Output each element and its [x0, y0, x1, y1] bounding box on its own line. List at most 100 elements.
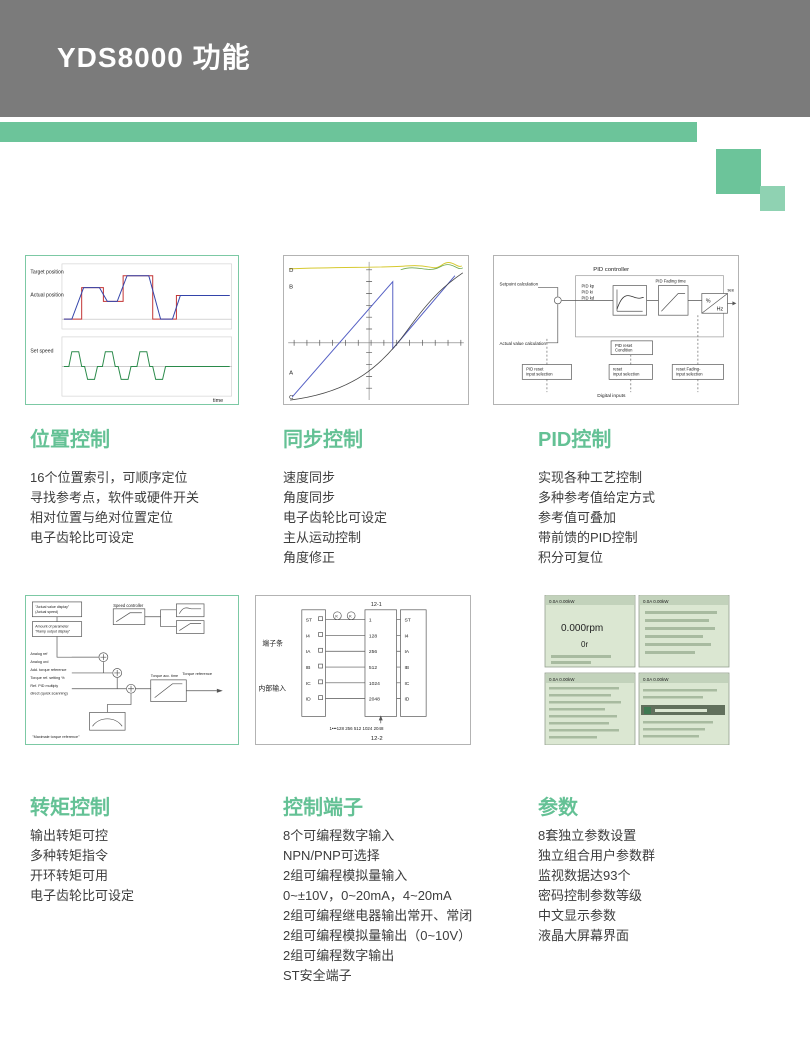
- box1-line2: input selection: [526, 371, 553, 376]
- section-title-position: 位置控制: [30, 429, 110, 451]
- feature-item: 电子齿轮比可设定: [30, 530, 135, 545]
- curve-label-a: A: [289, 370, 293, 376]
- reset-cond-line2: Condition: [615, 348, 633, 353]
- weight-label: 2048: [369, 697, 380, 703]
- input-label-6: direct (quick scanning): [30, 692, 68, 696]
- port-label: I4: [404, 633, 408, 639]
- time-label: time: [213, 398, 223, 404]
- feature-item: 实现各种工艺控制: [538, 470, 643, 485]
- pid-kd-label: PID kd: [581, 295, 594, 300]
- torque-control-diagram: "Actual value display" (Actual speed) Am…: [30, 601, 223, 739]
- control-terminals-figure: 端子条 内部输入 ST I4 IA IB IC ID K K 12-1 1 12…: [255, 595, 471, 745]
- position-control-figure: Target position Actual position Set spee…: [25, 255, 239, 405]
- port-label: IA: [404, 649, 409, 655]
- torque-output-arrow: [216, 688, 223, 693]
- parameter-screens-figure: 0.0A 0.00kW 0.000rpm 0r 0.0A 0.00kW 0.0A…: [515, 595, 739, 745]
- lcd-screen-setlist: [638, 595, 730, 668]
- feature-item: 电子齿轮比可设定: [30, 888, 135, 903]
- port-label: ID: [306, 697, 311, 703]
- input-label-2: Analog ord: [30, 660, 48, 664]
- actual-value-line1: "Actual value display": [35, 605, 70, 609]
- box3-line2: input selection: [676, 371, 703, 376]
- sum-junction: [553, 296, 562, 305]
- torque-acc-label: Torque acc. time: [151, 674, 178, 678]
- torque-reference-label: Torque reference: [182, 671, 213, 676]
- feature-item: NPN/PNP可选择: [283, 848, 380, 863]
- feature-item: 输出转矩可控: [30, 828, 109, 843]
- feature-item: 8个可编程数字输入: [283, 828, 395, 843]
- torque-control-figure: "Actual value display" (Actual speed) Am…: [25, 595, 239, 745]
- position-control-diagram: Target position Actual position Set spee…: [30, 263, 232, 404]
- actual-value-line2: (Actual speed): [35, 610, 58, 614]
- feature-item: 2组可编程模拟量输入: [283, 868, 408, 883]
- pid-control-figure: PID controller Setpoint calculation Actu…: [493, 255, 739, 405]
- internal-input-label: 内部输入: [258, 684, 286, 693]
- port-label: ST: [404, 618, 410, 624]
- feature-item: 角度同步: [283, 490, 336, 505]
- port-label: IB: [404, 665, 409, 671]
- port-label: ST: [306, 618, 312, 624]
- page-title: YDS8000 功能: [57, 42, 251, 73]
- feature-item: 电子齿轮比可设定: [283, 510, 388, 525]
- feature-item: 开环转矩可用: [30, 868, 109, 883]
- actual-position-label: Actual position: [30, 292, 63, 298]
- y-axis-ticks: [366, 269, 373, 389]
- block-12-2-label: 12-2: [371, 736, 383, 742]
- feature-item: 8套独立参数设置: [538, 828, 637, 843]
- box1-line1: PID reset: [526, 366, 544, 371]
- right-box-2: [176, 620, 205, 634]
- sync-control-diagram: D B A C: [288, 261, 464, 401]
- curve-label-d: D: [289, 268, 293, 274]
- terminal-strip-label: 端子条: [262, 638, 283, 647]
- feature-list-pid: 实现各种工艺控制 多种参考值给定方式 参考值可叠加 带前馈的PID控制 积分可复…: [538, 468, 655, 568]
- lcd-status-text: 0.0A 0.00kW: [549, 599, 575, 604]
- fading-box: [658, 285, 689, 316]
- pid-controller-box: [575, 275, 724, 338]
- feature-item: 角度修正: [283, 550, 336, 565]
- pid-fading-label: PID Fading time: [655, 279, 686, 284]
- set-speed-label: Set speed: [30, 349, 53, 355]
- right-box-1: [176, 603, 205, 618]
- limit-curve-box: [89, 712, 126, 731]
- see-label: see: [727, 288, 734, 293]
- section-title-params: 参数: [538, 797, 578, 819]
- reset-cond-line1: PID reset: [615, 343, 633, 348]
- speed-curve-green: [400, 264, 464, 271]
- feature-item: 液晶大屏幕界面: [538, 928, 630, 943]
- percent-label: %: [706, 298, 711, 304]
- s-curve-dark: [290, 272, 464, 401]
- feature-item: 多种转矩指令: [30, 848, 109, 863]
- feature-item: 主从运动控制: [283, 530, 362, 545]
- decor-square-small: [760, 186, 785, 211]
- pid-kp-label: PID kp: [581, 284, 594, 289]
- step-response-curve: [616, 295, 644, 310]
- weight-label: 1024: [369, 681, 380, 687]
- port-label: IA: [306, 649, 311, 655]
- feature-list-torque: 输出转矩可控 多种转矩指令 开环转矩可用 电子齿轮比可设定: [30, 826, 134, 906]
- section-title-torque: 转矩控制: [30, 797, 110, 819]
- actual-position-waveform: [63, 275, 230, 320]
- lcd-status-text: 0.0A 0.00kW: [643, 677, 669, 682]
- port-label: ID: [404, 697, 409, 703]
- feature-item: 速度同步: [283, 470, 336, 485]
- box2-line1: reset: [613, 366, 623, 371]
- curve-label-c: C: [289, 395, 294, 401]
- weight-label: 1: [369, 618, 372, 624]
- feature-item: 参考值可叠加: [538, 510, 617, 525]
- feature-item: 密码控制参数等级: [538, 888, 643, 903]
- decor-square-large: [716, 149, 761, 194]
- terminal-block-right: [400, 609, 427, 717]
- actual-value-label: Actual value calculation: [500, 341, 547, 346]
- feature-list-terminals: 8个可编程数字输入 NPN/PNP可选择 2组可编程模拟量输入 0~±10V，0…: [283, 826, 472, 986]
- feature-list-params: 8套独立参数设置 独立组合用户参数群 监视数据达93个 密码控制参数等级 中文显…: [538, 826, 655, 946]
- k-label: K: [349, 614, 352, 619]
- feature-item: 寻找参考点，软件或硬件开关: [30, 490, 200, 505]
- feature-item: 2组可编程模拟量输出（0~10V）: [283, 928, 472, 943]
- output-arrow: [732, 301, 737, 306]
- k-label: K: [335, 614, 338, 619]
- actual-value-box: [32, 601, 83, 618]
- speed-controller-box: [112, 608, 146, 625]
- input-label-1: Analog ref: [30, 652, 48, 656]
- port-label: IC: [306, 681, 311, 687]
- control-terminals-diagram: 端子条 内部输入 ST I4 IA IB IC ID K K 12-1 1 12…: [258, 602, 427, 742]
